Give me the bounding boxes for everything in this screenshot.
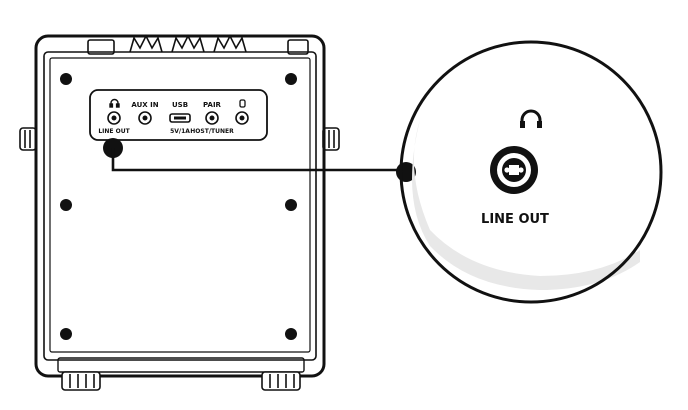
aux-in-label: AUX IN: [131, 101, 158, 109]
magnified-callout: LINE OUT: [399, 40, 663, 304]
right-side-handle: [322, 127, 340, 151]
cabinet-feet: [61, 371, 301, 391]
screw-icon: [285, 328, 297, 340]
aux-in-jack[interactable]: [138, 111, 152, 125]
host-tuner-label: HOST/TUNER: [190, 128, 234, 135]
mic-jack[interactable]: [235, 111, 249, 125]
screw-icon: [60, 199, 72, 211]
headphone-icon: [520, 109, 542, 128]
pair-label: PAIR: [203, 101, 222, 109]
callout-shadow: [412, 120, 640, 290]
callout-circle: [399, 40, 663, 304]
line-out-jack[interactable]: [107, 111, 121, 125]
line-out-label: LINE OUT: [481, 212, 549, 227]
callout-line: [111, 148, 406, 172]
line-out-jack-magnified: [490, 146, 538, 194]
screws: [60, 73, 297, 340]
mic-small-icon: [239, 99, 246, 108]
pair-button[interactable]: [205, 111, 219, 125]
line-out-small-label: LINE OUT: [98, 128, 130, 135]
usb-port[interactable]: [169, 113, 191, 123]
usb-label: USB: [172, 101, 188, 109]
screw-icon: [60, 328, 72, 340]
screw-icon: [285, 199, 297, 211]
usb-power-label: 5V/1A: [170, 128, 190, 135]
headphone-small-icon: [109, 98, 120, 108]
connector-panel: AUX IN USB PAIR LINE OUT 5V/1A: [89, 89, 268, 141]
screw-icon: [285, 73, 297, 85]
left-side-handle: [19, 127, 37, 151]
speaker-cabinet: [34, 34, 326, 378]
screw-icon: [60, 73, 72, 85]
callout-connector: [103, 138, 416, 182]
